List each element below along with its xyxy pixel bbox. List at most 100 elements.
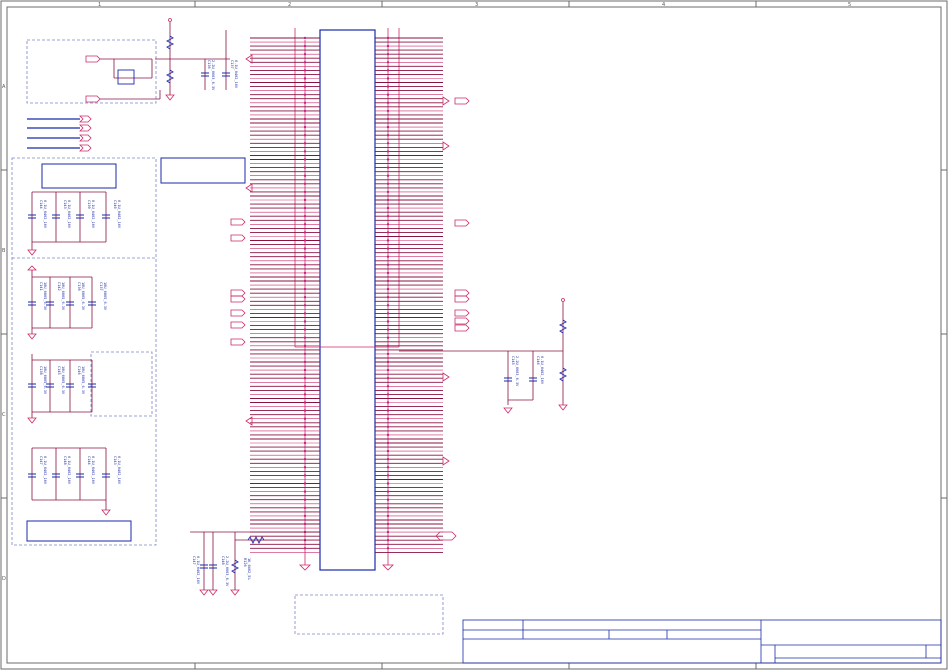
junction-dot (303, 77, 307, 80)
junction-dot (386, 287, 390, 291)
junction-dot (303, 417, 307, 420)
junction-dot (303, 490, 307, 493)
power-port-in (85, 55, 101, 63)
cap-group-1-caps (28, 214, 110, 219)
junction-dot (386, 150, 390, 153)
power-symbol (168, 18, 172, 22)
junction-dot (386, 93, 390, 96)
junction-dot (303, 425, 307, 428)
junction-dot (303, 174, 307, 177)
junction-dot (386, 401, 390, 404)
ground-symbol (208, 589, 218, 596)
cap-label: C146 (536, 356, 540, 365)
junction-dot (303, 360, 307, 364)
cap-label: C144 (87, 456, 91, 465)
cap-value: 2.2U_0603_6.3V (211, 60, 215, 91)
junction-dot (303, 44, 307, 48)
junction-dot (303, 134, 307, 137)
junction-dot (303, 344, 307, 347)
junction-dot (386, 223, 390, 226)
bottom-bypass-network (190, 531, 320, 590)
cap-value: 2.2U_0603_6.3V (225, 556, 229, 587)
junction-dot (303, 117, 307, 121)
junction-dot (386, 449, 390, 453)
junction-dot (386, 215, 390, 218)
junction-dot (386, 506, 390, 509)
border-col-1: 1 (98, 2, 101, 8)
junction-dot (303, 352, 307, 356)
junction-dot (303, 36, 307, 40)
junction-dot (303, 255, 307, 258)
junction-dot (303, 271, 307, 275)
junction-dot (386, 312, 390, 315)
junction-dot (303, 215, 307, 218)
junction-dot (303, 441, 307, 445)
junction-dot (386, 231, 390, 234)
offpage-ports-right (435, 96, 470, 541)
junction-dot (386, 125, 390, 129)
junction-dot (386, 530, 390, 534)
junction-dot (386, 279, 390, 283)
cap-label: C146 (77, 366, 81, 375)
junction-dot (386, 393, 390, 396)
cap-label: C143 (63, 200, 67, 209)
border-row-c: C (2, 412, 6, 418)
resistor-label: R126 (243, 558, 247, 567)
ground-symbol (503, 407, 513, 414)
cap-value: 0.1U_0402_10V (540, 356, 544, 385)
cap-label: C148 (221, 556, 225, 565)
title-block (462, 619, 942, 664)
cap-group-3-caps (28, 383, 96, 388)
cap-label: C143 (113, 456, 117, 465)
junction-dot (386, 77, 390, 80)
junction-dot (386, 466, 390, 469)
junction-dot (386, 134, 390, 137)
resistor-chain-top (155, 22, 230, 95)
junction-dot (386, 239, 390, 242)
junction-dot (386, 482, 390, 485)
junction-dot (303, 312, 307, 315)
cap-value: 10U_0805_6.3V (81, 282, 85, 311)
junction-dot (303, 328, 307, 331)
ground-symbol (382, 564, 394, 571)
border-row-b: B (2, 248, 6, 254)
junction-dot (386, 336, 390, 339)
junction-dot (386, 85, 390, 88)
cap-label: C147 (39, 456, 43, 465)
junction-dot (386, 539, 390, 542)
power-symbol (561, 298, 565, 302)
junction-dot (303, 101, 307, 105)
junction-dot (303, 336, 307, 339)
ground-symbol (27, 249, 37, 256)
junction-dot (386, 368, 390, 372)
power-net-wiring (100, 58, 161, 100)
cap-value: 0.1U_0402_16V (91, 200, 95, 229)
junction-dot (386, 433, 390, 437)
junction-dot (386, 190, 390, 194)
notes-box-bottom (294, 594, 444, 635)
cap-label: C136 (77, 282, 81, 291)
junction-dot (303, 142, 307, 145)
connector-pins-left (250, 37, 320, 553)
junction-dot (303, 93, 307, 96)
ground-symbol (199, 589, 209, 596)
junction-dot (303, 498, 307, 501)
junction-dot (303, 150, 307, 153)
junction-dot (303, 433, 307, 437)
cap-value: 10U_0805_6.3V (103, 282, 107, 311)
cap-value: 0.1U_0402_10V (234, 60, 238, 89)
decoupling-note-bottom (26, 520, 132, 542)
junction-dot (303, 166, 307, 169)
cap-label: C144 (39, 200, 43, 209)
junction-dot (386, 101, 390, 105)
ground-symbol (165, 94, 175, 101)
junction-dot (303, 522, 307, 526)
cap-label: C142 (57, 282, 61, 291)
junction-dot (386, 61, 390, 64)
bulk-cap-group-box (90, 351, 153, 417)
junction-dot (386, 409, 390, 412)
junction-dot (386, 44, 390, 48)
cap-label: C138 (39, 366, 43, 375)
